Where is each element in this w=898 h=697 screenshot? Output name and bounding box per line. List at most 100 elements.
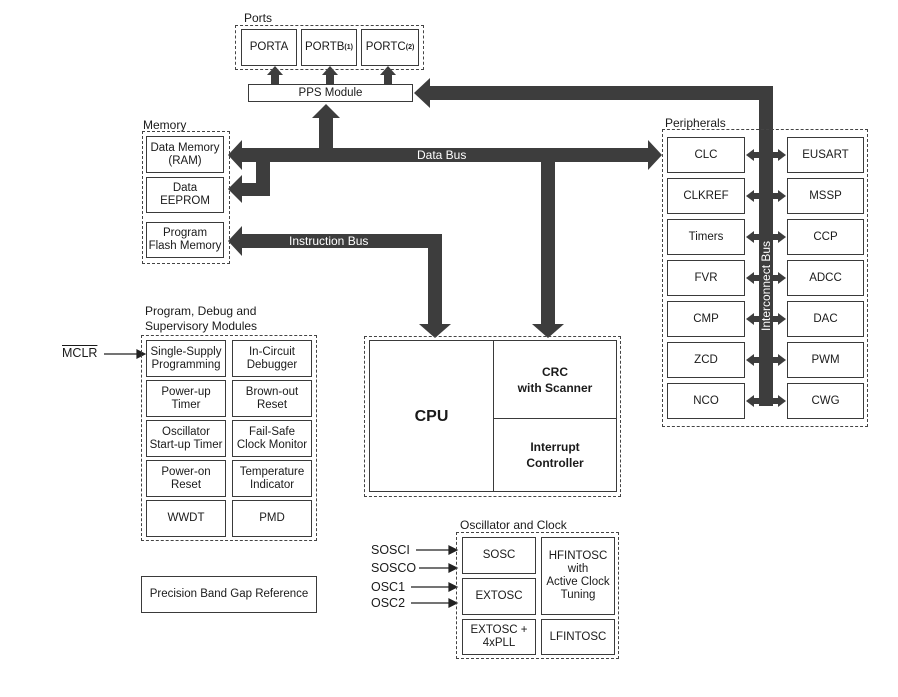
data-bus bbox=[228, 104, 662, 338]
peripheral-link-arrow bbox=[746, 149, 786, 161]
debug-module: PMD bbox=[232, 500, 312, 537]
osc1-pin-label: OSC1 bbox=[371, 580, 406, 594]
debug-module-line1: Power-on bbox=[161, 465, 211, 478]
memory-group bbox=[142, 131, 230, 264]
port-a-label: PORTA bbox=[249, 41, 289, 53]
instruction-bus bbox=[228, 226, 451, 338]
flash-line1: Program bbox=[162, 227, 208, 239]
extosc-pll-line2: 4xPLL bbox=[482, 637, 516, 649]
cpu-label: CPU bbox=[414, 407, 449, 425]
peripheral-label: PWM bbox=[811, 353, 840, 366]
debug-module-line1: Oscillator bbox=[162, 425, 210, 438]
port-a: PORTA bbox=[241, 29, 297, 66]
debug-module-line2: Indicator bbox=[249, 478, 295, 491]
hfintosc-line3: Active Clock bbox=[546, 576, 610, 588]
peripheral-label: NCO bbox=[693, 394, 719, 407]
debug-module-line1: Single-Supply bbox=[150, 345, 222, 358]
peripherals-group-label: Peripherals bbox=[665, 116, 726, 130]
ports-group-label: Ports bbox=[244, 11, 273, 25]
crc-line1: CRC bbox=[542, 364, 568, 379]
mclr-text: MCLR bbox=[62, 346, 98, 360]
peripheral-nco: NCO bbox=[667, 383, 745, 419]
peripheral-link-arrow bbox=[746, 231, 786, 243]
data-memory-ram: Data Memory(RAM) bbox=[146, 136, 224, 173]
pps-module-label: PPS Module bbox=[298, 86, 363, 99]
peripherals-group bbox=[662, 129, 868, 427]
sosci-pin-label: SOSCI bbox=[371, 543, 410, 557]
debug-module-line1: PMD bbox=[259, 512, 285, 524]
ports-group bbox=[235, 25, 424, 70]
peripheral-label: Timers bbox=[688, 230, 724, 243]
debug-module-line1: Power-up bbox=[161, 385, 211, 398]
eeprom-line1: Data bbox=[172, 182, 198, 194]
debug-module-line1: Brown-out bbox=[245, 385, 299, 398]
core-group bbox=[364, 336, 621, 497]
lfintosc-block: LFINTOSC bbox=[541, 619, 615, 655]
precision-ref-label: Precision Band Gap Reference bbox=[149, 588, 309, 600]
peripheral-zcd: ZCD bbox=[667, 342, 745, 378]
pps-module: PPS Module bbox=[248, 84, 413, 102]
interconnect-bus bbox=[414, 78, 773, 406]
sosc-block: SOSC bbox=[462, 537, 536, 574]
data-bus-label: Data Bus bbox=[417, 148, 467, 162]
peripheral-adcc: ADCC bbox=[787, 260, 864, 296]
port-b-label: PORTB bbox=[305, 41, 345, 53]
peripheral-link-arrow bbox=[746, 395, 786, 407]
pps-to-porta-arrow bbox=[267, 66, 283, 84]
debug-module: WWDT bbox=[146, 500, 226, 537]
peripheral-dac: DAC bbox=[787, 301, 864, 337]
peripheral-label: EUSART bbox=[802, 148, 849, 161]
peripheral-pwm: PWM bbox=[787, 342, 864, 378]
osc2-pin-label: OSC2 bbox=[371, 596, 406, 610]
peripheral-label: CWG bbox=[811, 394, 840, 407]
peripheral-link-arrow bbox=[746, 354, 786, 366]
memory-group-label: Memory bbox=[143, 118, 187, 132]
peripheral-label: CLKREF bbox=[683, 189, 729, 202]
port-c: PORTC(2) bbox=[361, 29, 419, 66]
instruction-bus-label: Instruction Bus bbox=[289, 234, 369, 248]
peripheral-ccp: CCP bbox=[787, 219, 864, 255]
peripheral-label: CLC bbox=[694, 148, 718, 161]
peripheral-fvr: FVR bbox=[667, 260, 745, 296]
hfintosc-line2: with bbox=[567, 563, 589, 575]
extosc-pll-block: EXTOSC +4xPLL bbox=[462, 619, 536, 655]
hfintosc-line4: Tuning bbox=[560, 589, 596, 601]
peripheral-links bbox=[746, 149, 786, 407]
oscillator-group bbox=[456, 532, 619, 659]
peripheral-cmp: CMP bbox=[667, 301, 745, 337]
pps-to-portc-arrow bbox=[380, 66, 396, 84]
sosco-pin-label: SOSCO bbox=[371, 561, 417, 575]
int-line1: Interrupt bbox=[530, 440, 580, 454]
eeprom-line2: EEPROM bbox=[160, 195, 210, 207]
peripheral-label: FVR bbox=[694, 271, 718, 284]
program-debug-group-label: Program, Debug and Supervisory Modules bbox=[145, 304, 275, 334]
extosc-label: EXTOSC bbox=[475, 590, 523, 602]
debug-module-line1: In-Circuit bbox=[248, 345, 295, 358]
peripheral-link-arrow bbox=[746, 272, 786, 284]
peripheral-clkref: CLKREF bbox=[667, 178, 745, 214]
peripheral-label: ADCC bbox=[809, 271, 842, 284]
lfintosc-label: LFINTOSC bbox=[549, 630, 607, 643]
program-debug-group bbox=[141, 335, 317, 541]
debug-module-line1: Fail-Safe bbox=[248, 425, 296, 438]
cpu-block: CPU bbox=[369, 340, 494, 492]
precision-band-gap-reference: Precision Band Gap Reference bbox=[141, 576, 317, 613]
program-debug-group-title: Program, Debug and Supervisory Modules bbox=[145, 304, 258, 333]
pps-to-portb-arrow bbox=[322, 66, 338, 84]
peripheral-link-arrow bbox=[746, 313, 786, 325]
peripheral-label: ZCD bbox=[694, 353, 718, 366]
peripheral-label: CMP bbox=[693, 312, 719, 325]
oscillator-group-label: Oscillator and Clock bbox=[460, 518, 567, 532]
sosc-label: SOSC bbox=[482, 549, 516, 561]
debug-module-line2: Debugger bbox=[246, 358, 298, 371]
